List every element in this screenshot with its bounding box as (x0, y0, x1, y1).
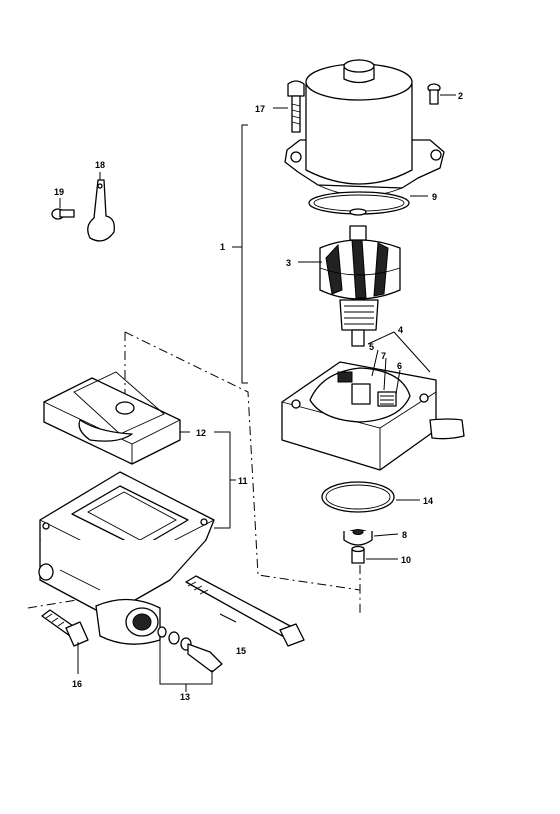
callout-12: 12 (196, 428, 206, 438)
screw-2 (427, 83, 441, 105)
callout-11: 11 (238, 476, 248, 486)
plug-13 (157, 626, 223, 673)
bushing-8 (343, 529, 373, 546)
washer (349, 208, 367, 216)
callout-5: 5 (369, 342, 374, 352)
callout-8: 8 (402, 530, 407, 540)
callout-4: 4 (398, 325, 403, 335)
callout-2: 2 (458, 91, 463, 101)
screw-19 (51, 208, 75, 220)
callout-10: 10 (401, 555, 411, 565)
callout-1: 1 (220, 242, 225, 252)
callout-14: 14 (423, 496, 433, 506)
clip-18 (87, 179, 115, 242)
leader-lines (59, 94, 456, 692)
valve-body-11 (38, 471, 215, 645)
armature-3 (319, 225, 401, 347)
callout-13: 13 (180, 692, 190, 702)
callout-6: 6 (397, 361, 402, 371)
bolt-15 (185, 575, 305, 647)
callout-15: 15 (236, 646, 246, 656)
bolt-16 (41, 609, 89, 647)
callout-18: 18 (95, 160, 105, 170)
callout-7: 7 (381, 351, 386, 361)
brush-holder-4 (281, 361, 465, 471)
callout-9: 9 (432, 192, 437, 202)
coupling-10 (351, 545, 365, 564)
plate-12 (43, 371, 181, 465)
callout-labels: 1 2 3 4 5 6 7 8 9 10 11 12 13 14 15 16 1… (54, 91, 463, 702)
callout-3: 3 (286, 258, 291, 268)
alignment-lines (27, 331, 361, 615)
screw-17 (287, 80, 305, 133)
callout-19: 19 (54, 187, 64, 197)
callout-16: 16 (72, 679, 82, 689)
o-ring-14 (321, 481, 395, 513)
callout-17: 17 (255, 104, 265, 114)
motor-housing (284, 59, 445, 197)
